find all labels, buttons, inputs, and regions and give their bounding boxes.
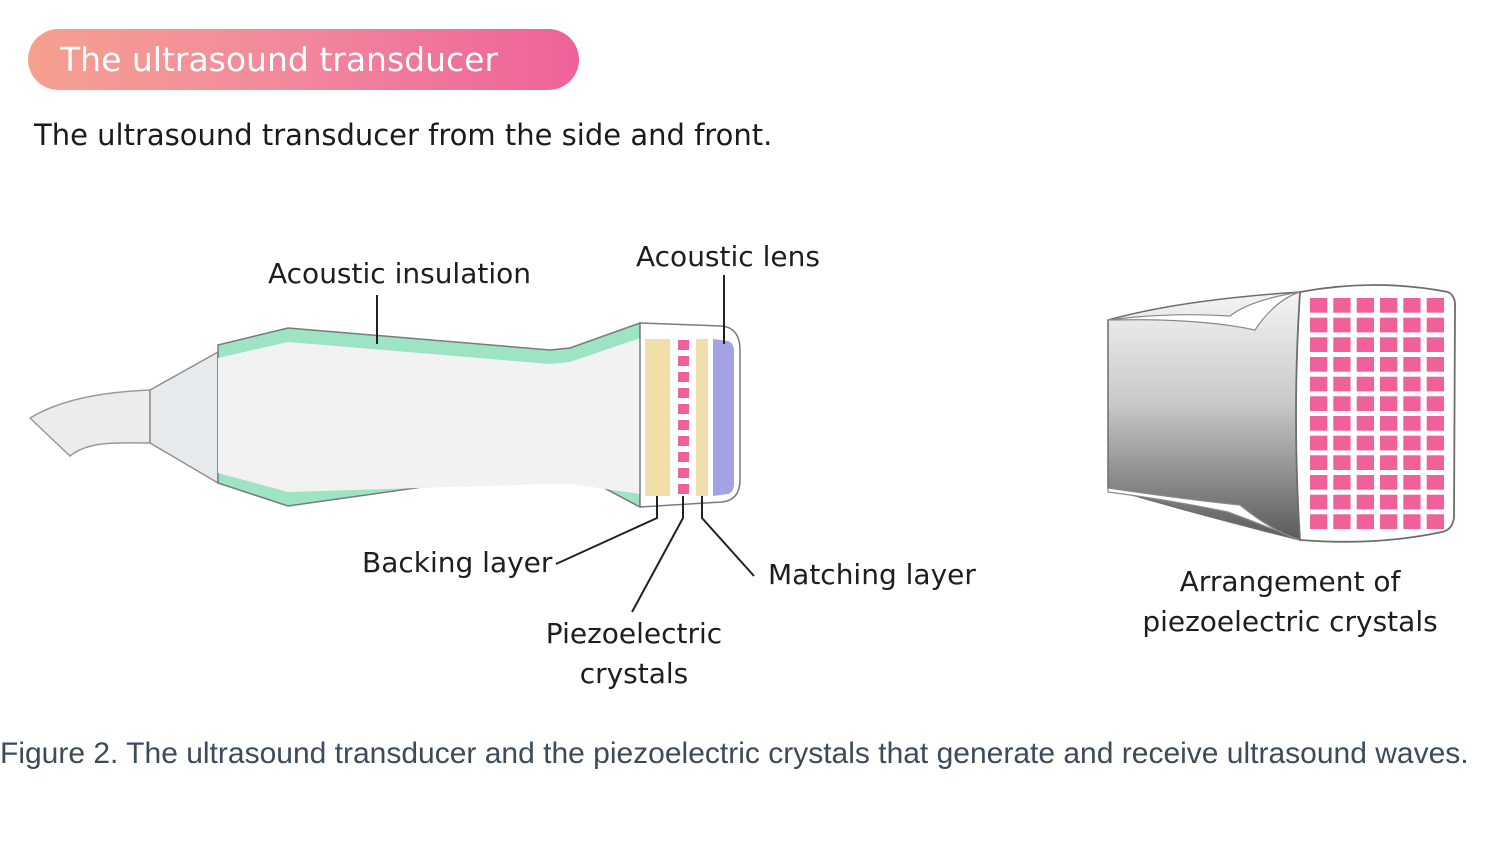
label-acoustic-insulation: Acoustic insulation	[268, 257, 531, 290]
crystal-cell	[1310, 435, 1328, 451]
crystal-cell	[1356, 455, 1374, 470]
crystal-cell	[1310, 337, 1328, 352]
neck	[149, 350, 219, 485]
crystal-cell	[1403, 475, 1421, 490]
crystal-cell	[1380, 376, 1398, 392]
crystal-cell	[1403, 435, 1421, 451]
backing-layer	[645, 339, 670, 496]
crystal-cell	[1333, 475, 1351, 490]
matching-layer	[696, 339, 708, 496]
crystal-cell	[1356, 357, 1374, 372]
crystal-cell	[1356, 376, 1374, 392]
section-title-pill: The ultrasound transducer	[28, 29, 579, 90]
crystal-cell	[1380, 298, 1398, 313]
crystal-cell	[1310, 298, 1328, 313]
crystal-cell	[1426, 514, 1444, 529]
crystal-cell	[1333, 396, 1351, 411]
crystal-cell	[1403, 357, 1421, 372]
crystal-cell	[1310, 376, 1328, 392]
crystal-cell	[1333, 317, 1351, 333]
crystal-cell	[1333, 337, 1351, 352]
crystal-cell	[1333, 514, 1351, 529]
crystal-cell	[1356, 475, 1374, 490]
label-backing-layer: Backing layer	[362, 546, 553, 579]
crystal-cell	[1403, 396, 1421, 411]
leader-piezo	[631, 496, 684, 613]
crystal-cell	[1356, 494, 1374, 510]
label-piezo-line1: Piezoelectric	[546, 617, 722, 650]
crystal-cell	[1356, 298, 1374, 313]
crystal-cell	[1356, 317, 1374, 333]
crystal-cell	[1356, 416, 1374, 431]
crystal-cell	[1356, 435, 1374, 451]
crystal-cell	[1403, 317, 1421, 333]
crystal-cell	[1380, 416, 1398, 431]
figure-caption: Figure 2. The ultrasound transducer and …	[0, 737, 1469, 770]
crystal-cell	[1380, 396, 1398, 411]
crystal-cell	[1310, 317, 1328, 333]
crystal-grid	[1310, 298, 1444, 529]
leader-matching-layer	[701, 496, 755, 577]
crystal-cell	[1426, 396, 1444, 411]
crystal-cell	[1333, 357, 1351, 372]
crystal-cell	[1426, 298, 1444, 313]
crystal-cell	[1310, 475, 1328, 490]
crystal-cell	[1333, 298, 1351, 313]
crystal-cell	[1426, 416, 1444, 431]
crystal-cell	[1333, 435, 1351, 451]
crystal-cell	[1403, 494, 1421, 510]
crystal-cell	[1380, 357, 1398, 372]
crystal-cell	[1426, 455, 1444, 470]
crystal-cell	[1310, 514, 1328, 529]
cable	[28, 389, 151, 457]
crystal-cell	[1380, 337, 1398, 352]
crystal-cell	[1403, 514, 1421, 529]
crystal-cell	[1310, 357, 1328, 372]
crystal-cell	[1333, 494, 1351, 510]
crystal-cell	[1380, 435, 1398, 451]
crystal-cell	[1403, 376, 1421, 392]
front-view-transducer: Arrangement of piezoelectric crystals	[1107, 284, 1457, 638]
crystal-cell	[1333, 376, 1351, 392]
crystal-cell	[1356, 396, 1374, 411]
crystal-cell	[1426, 376, 1444, 392]
crystal-cell	[1426, 475, 1444, 490]
acoustic-lens	[713, 339, 734, 496]
crystal-cell	[1310, 396, 1328, 411]
crystal-cell	[1333, 416, 1351, 431]
crystal-cell	[1403, 298, 1421, 313]
crystal-cell	[1333, 455, 1351, 470]
crystal-cell	[1310, 455, 1328, 470]
leader-backing-layer	[555, 496, 658, 565]
label-piezo-line2: crystals	[580, 657, 689, 690]
crystal-cell	[1426, 317, 1444, 333]
label-matching-layer: Matching layer	[768, 558, 976, 591]
intro-text: The ultrasound transducer from the side …	[34, 118, 773, 152]
crystal-cell	[1310, 416, 1328, 431]
crystal-cell	[1380, 494, 1398, 510]
label-acoustic-lens: Acoustic lens	[636, 240, 820, 273]
crystal-cell	[1380, 455, 1398, 470]
crystal-cell	[1380, 475, 1398, 490]
label-arrangement-line2: piezoelectric crystals	[1142, 605, 1437, 638]
crystal-cell	[1426, 337, 1444, 352]
piezoelectric-crystals	[678, 340, 689, 494]
crystal-cell	[1356, 514, 1374, 529]
transducer-body	[218, 338, 640, 494]
crystal-cell	[1426, 494, 1444, 510]
crystal-cell	[1403, 455, 1421, 470]
crystal-cell	[1403, 416, 1421, 431]
crystal-cell	[1426, 435, 1444, 451]
crystal-cell	[1403, 337, 1421, 352]
crystal-cell	[1356, 337, 1374, 352]
side-view-transducer: Acoustic insulation Acoustic lens Backin…	[28, 240, 976, 690]
crystal-cell	[1380, 317, 1398, 333]
crystal-cell	[1380, 514, 1398, 529]
label-arrangement-line1: Arrangement of	[1180, 565, 1402, 598]
crystal-cell	[1426, 357, 1444, 372]
crystal-cell	[1310, 494, 1328, 510]
